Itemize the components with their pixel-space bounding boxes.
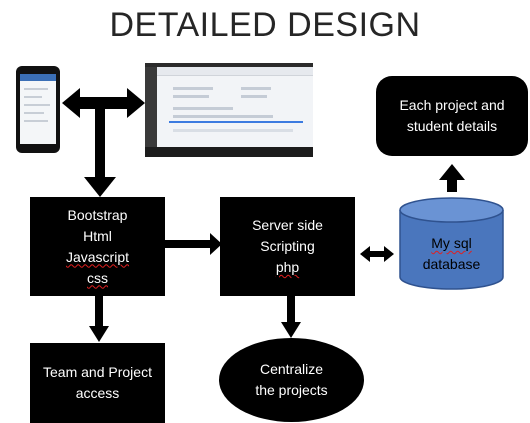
arrow-head-frontend-team (89, 326, 109, 342)
frontend-line4: css (87, 269, 108, 286)
details-line1: Each project and (399, 97, 505, 113)
arrow-shaft-frontend-team (95, 296, 103, 328)
frontend-line3: Javascript (65, 248, 130, 265)
desktop-screenshot (145, 63, 313, 157)
database-label: My sql database (400, 233, 503, 275)
frontend-box: Bootstrap Html Javascript css (30, 197, 165, 296)
team-line2: access (75, 385, 120, 401)
server-box: Server side Scripting php (220, 197, 355, 296)
arrow-server-database (360, 246, 394, 262)
frontend-line2: Html (83, 227, 112, 244)
server-line1: Server side (252, 217, 323, 233)
arrow-shaft-database-details (447, 178, 457, 192)
team-line1: Team and Project (43, 364, 152, 380)
database-cylinder (399, 197, 504, 290)
server-line3: php (275, 259, 300, 275)
details-line2: student details (406, 118, 498, 134)
database-line2: database (422, 256, 481, 272)
database-line1: My sql (431, 235, 472, 251)
arrow-head-database-details (439, 164, 465, 180)
diagram-title: DETAILED DESIGN (109, 6, 421, 44)
arrow-head-frontend-server (210, 233, 222, 255)
centralize-line1: Centralize (259, 361, 324, 377)
arrow-shaft-server-centralize (287, 296, 295, 324)
frontend-line1: Bootstrap (67, 206, 128, 223)
server-line2: Scripting (260, 238, 315, 254)
arrow-head-to-frontend (84, 177, 116, 197)
centralize-ellipse: Centralize the projects (219, 338, 364, 422)
arrow-head-server-centralize (281, 322, 301, 338)
details-box: Each project and student details (376, 76, 528, 156)
arrow-shaft-frontend-server (164, 240, 214, 248)
arrow-shaft-to-frontend (95, 103, 105, 179)
mobile-screenshot (16, 66, 60, 153)
centralize-line2: the projects (255, 382, 328, 398)
team-box: Team and Project access (30, 343, 165, 423)
